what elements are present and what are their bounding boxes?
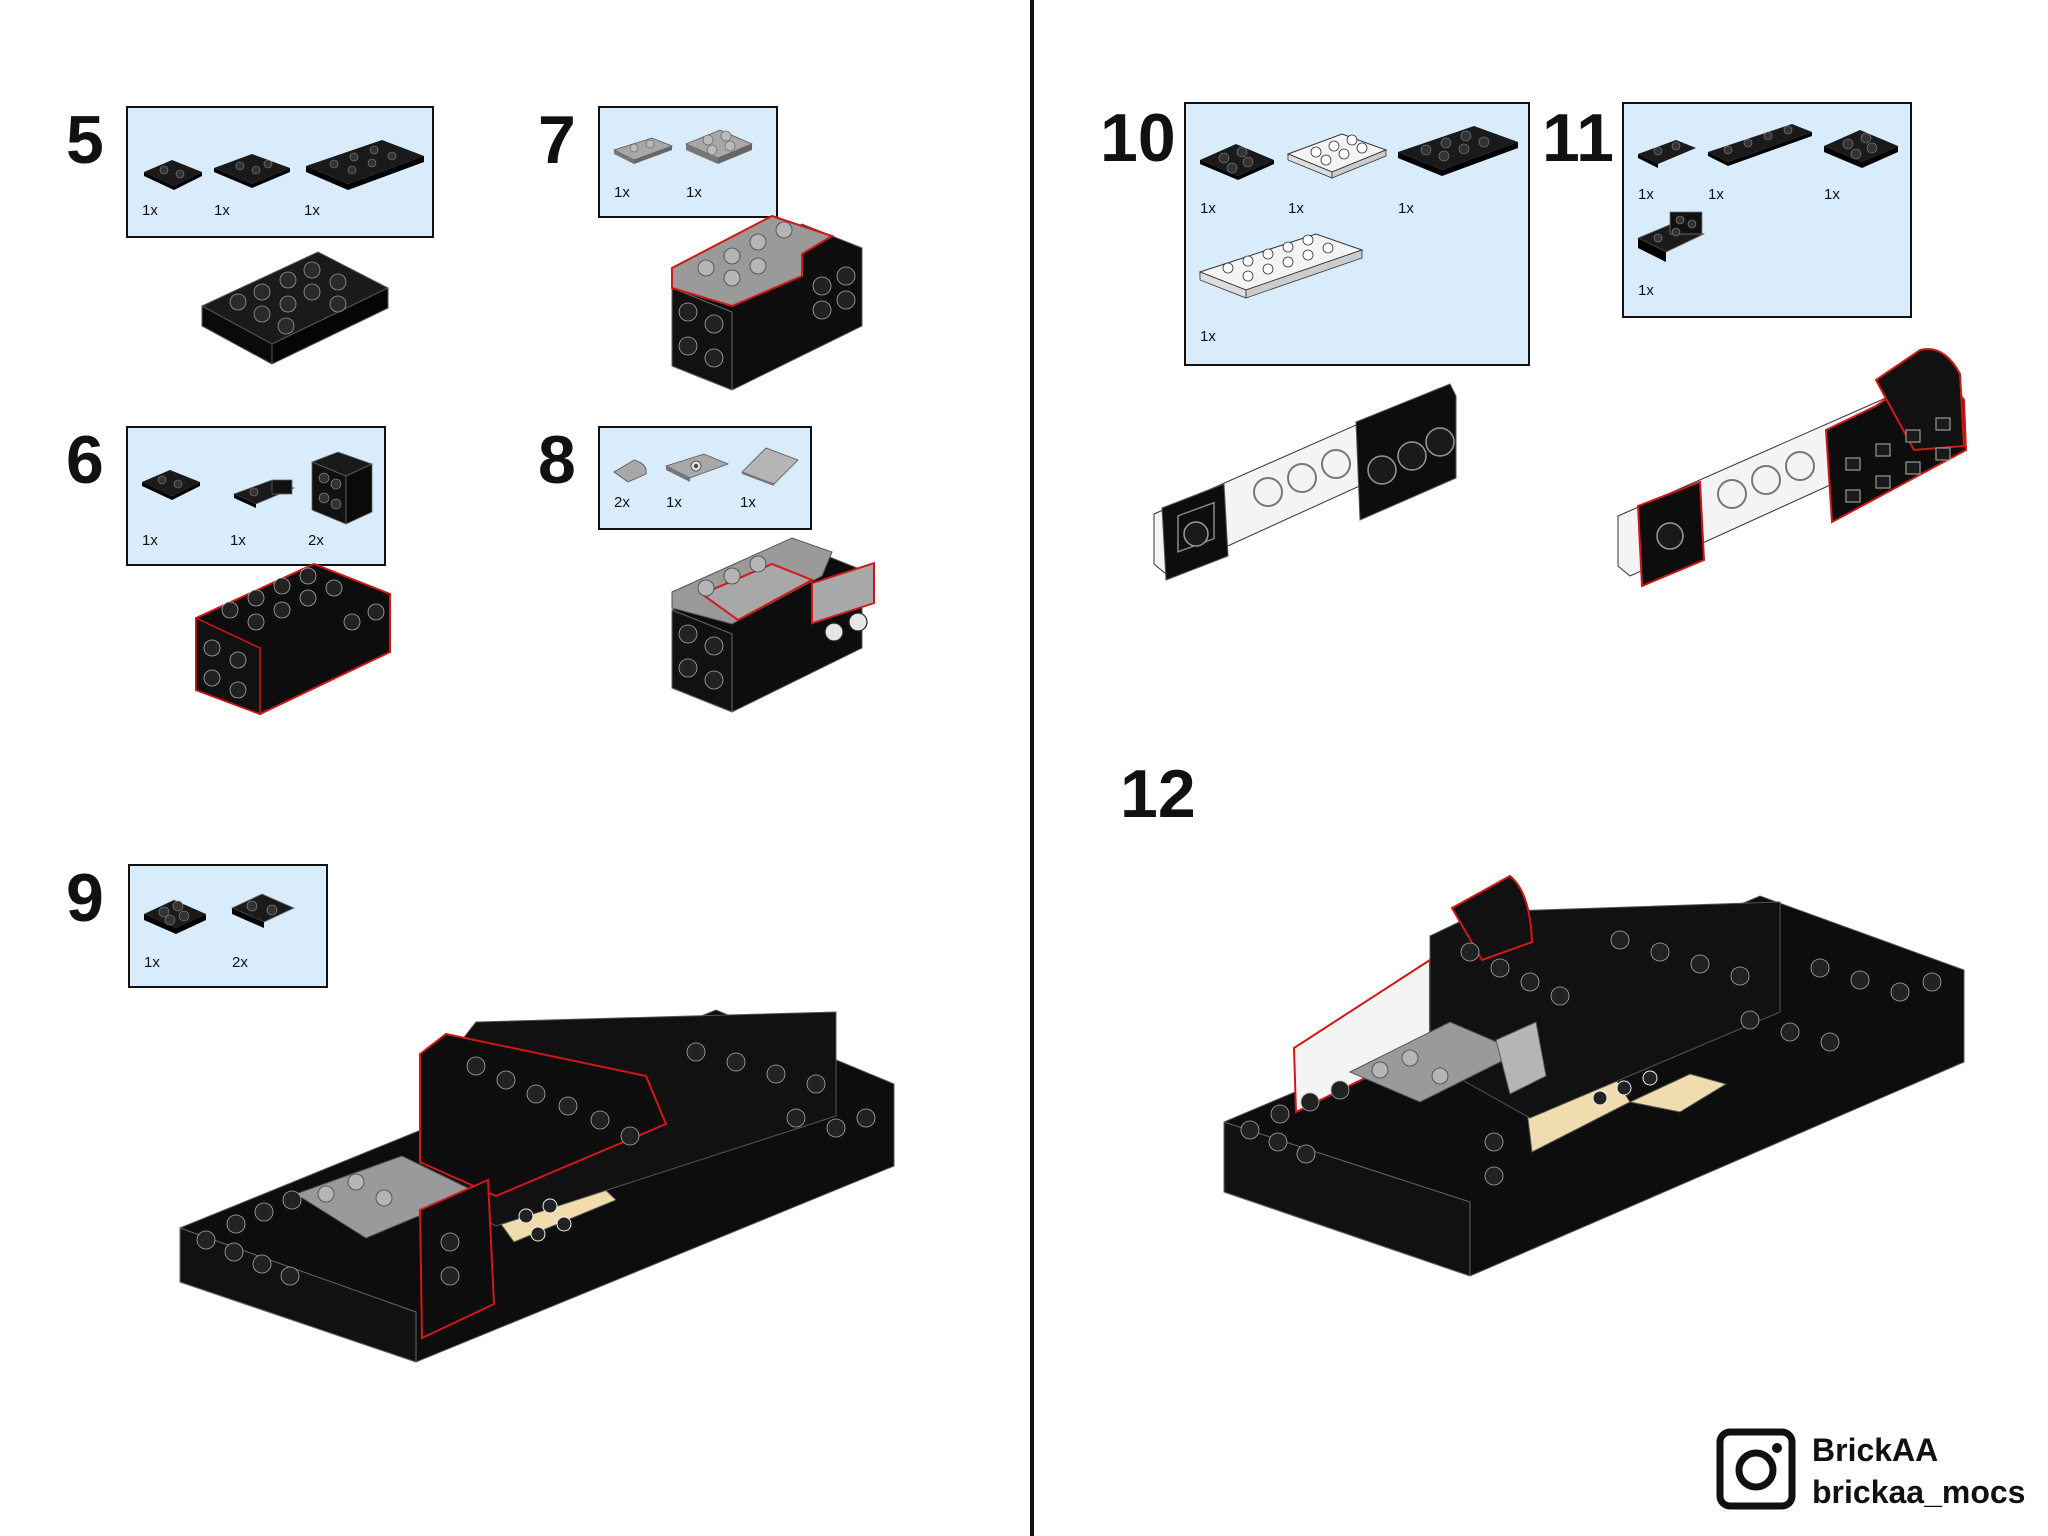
part-qty: 1x (614, 184, 630, 201)
build-model-step-5 (200, 251, 390, 365)
build-model-step-7 (671, 214, 863, 391)
parts-callout-step-11: 1x 1x 1x 1x (1622, 102, 1912, 318)
part-qty: 1x (1200, 200, 1216, 217)
part-qty: 1x (1638, 282, 1654, 299)
part-plate-jumper-gray (664, 453, 730, 482)
parts-callout-step-5: 1x 1x 1x (126, 106, 434, 238)
part-qty: 1x (1398, 200, 1414, 217)
part-plate-2x2 (1824, 130, 1898, 168)
step-number-8: 8 (538, 422, 576, 498)
instagram-icon (1716, 1428, 1796, 1510)
part-plate-1x2 (1638, 140, 1696, 168)
step-number-6: 6 (66, 422, 104, 498)
build-model-step-10 (1153, 383, 1457, 581)
part-qty: 2x (614, 494, 630, 511)
part-bracket-2x2 (1637, 211, 1705, 262)
build-model-step-11 (1617, 348, 1968, 588)
page-divider (1030, 0, 1034, 1536)
step-number-9: 9 (66, 860, 104, 936)
part-plate-2x4 (1398, 126, 1518, 176)
step-number-12: 12 (1120, 756, 1196, 832)
step-number-10: 10 (1100, 100, 1176, 176)
build-model-step-8 (671, 537, 875, 713)
parts-callout-step-8: 2x 1x 1x (598, 426, 812, 530)
part-plate-modified-2x2 (231, 893, 295, 928)
part-qty: 1x (1824, 186, 1840, 203)
part-plate-2x3 (214, 154, 290, 188)
part-qty: 1x (1200, 328, 1216, 345)
build-model-step-6 (195, 562, 391, 716)
part-qty: 1x (304, 202, 320, 219)
right-page: 10 1x 1x 1x 1x 11 1x 1x 1x 1x (1034, 0, 2048, 1536)
part-qty: 1x (214, 202, 230, 219)
parts-callout-step-9: 1x 2x (128, 864, 328, 988)
part-slope-gray (741, 447, 799, 486)
part-plate-2x6-white (1198, 233, 1364, 299)
part-plate-2x2 (1200, 144, 1274, 180)
step-number-11: 11 (1542, 100, 1614, 176)
part-qty: 1x (1638, 186, 1654, 203)
part-plate-2x2 (142, 470, 200, 500)
build-model-step-9 (179, 1009, 895, 1363)
brand-handle: brickaa_mocs (1812, 1474, 2026, 1510)
brand-name: BrickAA (1812, 1432, 1939, 1468)
part-qty: 1x (230, 532, 246, 549)
left-page: 5 1x 1x 1x 7 1x 1x (66, 102, 895, 1363)
part-plate-2x2 (144, 900, 206, 934)
part-plate-2x3-white (1286, 133, 1388, 179)
part-qty: 1x (142, 532, 158, 549)
parts-callout-step-6: 1x 1x 2x (126, 426, 386, 566)
part-tile-quarter-round-gray (613, 459, 647, 483)
step-number-7: 7 (538, 102, 576, 178)
part-bracket-1x2 (232, 479, 296, 508)
part-qty: 1x (142, 202, 158, 219)
parts-callout-step-10: 1x 1x 1x 1x (1184, 102, 1530, 366)
part-qty: 1x (1288, 200, 1304, 217)
build-model-step-12 (1223, 874, 1965, 1277)
part-qty: 1x (740, 494, 756, 511)
part-plate-2x4 (306, 140, 424, 190)
part-qty: 1x (686, 184, 702, 201)
step-number-5: 5 (66, 102, 104, 178)
part-qty: 1x (1708, 186, 1724, 203)
part-qty: 2x (232, 954, 248, 971)
part-plate-1x2-gray (612, 137, 674, 164)
parts-callout-step-7: 1x 1x (598, 106, 778, 218)
part-brick-studs-on-side (310, 451, 374, 525)
part-qty: 1x (666, 494, 682, 511)
part-plate-1x4 (1708, 124, 1812, 166)
part-plate-2x2 (144, 160, 202, 190)
part-plate-2x2-gray (684, 129, 754, 164)
part-qty: 1x (144, 954, 160, 971)
brand-block: BrickAA brickaa_mocs (1716, 1428, 2025, 1518)
part-qty: 2x (308, 532, 324, 549)
